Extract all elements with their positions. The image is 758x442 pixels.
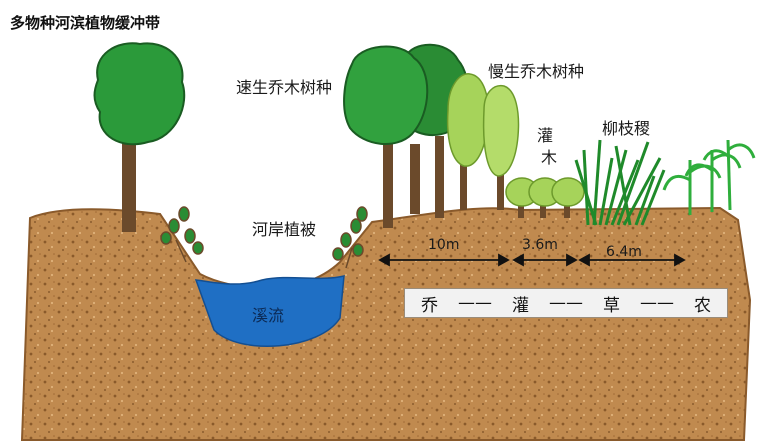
label-bank-plants: 河岸植被 [252,220,317,239]
zone-sequence-bar: 乔 —— 灌 —— 草 —— 农 [404,288,728,318]
label-stream: 溪流 [252,306,285,325]
label-fast-trees: 速生乔木树种 [236,78,333,97]
zone-shrub: 灌 [512,295,529,316]
label-switchgrass: 柳枝稷 [602,119,651,138]
zone-farm: 农 [694,295,711,316]
measure-grass-zone: 6.4m [606,244,642,260]
stream-water [194,275,345,347]
left-tree [93,42,186,232]
slow-growing-trees [446,73,520,210]
bank-plants [160,206,368,269]
zone-dash-3: —— [640,293,674,313]
shrubs [505,177,585,218]
measure-tree-zone: 10m [428,237,460,253]
label-shrub-1: 灌 [537,126,554,145]
zone-dash-2: —— [549,293,583,313]
zone-grass: 草 [603,295,620,316]
diagram-title: 多物种河滨植物缓冲带 [10,14,161,32]
measure-shrub-zone: 3.6m [522,237,558,253]
corn-crops [662,139,756,215]
switchgrass [574,139,666,226]
measurement-arrows [378,253,686,267]
zone-dash-1: —— [458,293,492,313]
soil-ground [20,206,752,441]
label-slow-trees: 慢生乔木树种 [488,62,585,81]
label-shrub-2: 木 [541,148,558,167]
zone-tree: 乔 [421,295,438,316]
